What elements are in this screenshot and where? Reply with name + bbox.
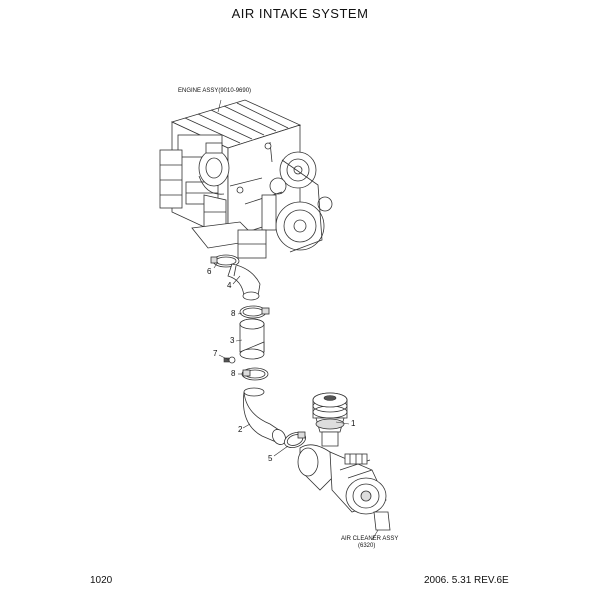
clamp-5 (283, 431, 307, 448)
air-cleaner-assembly (297, 444, 391, 531)
precleaner-1 (312, 392, 348, 447)
callout-7: 7 (213, 349, 218, 358)
callout-1: 1 (351, 419, 356, 428)
engine-assembly (159, 99, 333, 259)
engine-assembly-label: ENGINE ASSY(9010-9690) (178, 88, 252, 94)
air-cleaner-label: AIR CLEANER ASSY (341, 536, 399, 542)
revision-date: 2006. 5.31 REV.6E (424, 575, 509, 586)
leader-lines (213, 99, 379, 541)
callout-4: 4 (227, 281, 232, 290)
page-title: AIR INTAKE SYSTEM (231, 6, 369, 21)
callout-8-bottom: 8 (231, 369, 236, 378)
callout-6: 6 (207, 267, 212, 276)
callout-5: 5 (268, 454, 273, 463)
callout-2: 2 (238, 425, 243, 434)
callout-8-top: 8 (231, 309, 236, 318)
air-cleaner-code-label: (6320) (358, 543, 376, 549)
sensor-7 (223, 356, 236, 364)
hose-2 (243, 387, 286, 445)
page-number: 1020 (90, 575, 113, 586)
callout-3: 3 (230, 336, 235, 345)
hose-4 (227, 263, 261, 301)
clamp-8-bottom (241, 367, 269, 381)
clamp-8-top (239, 305, 270, 319)
pipe-3 (239, 318, 265, 360)
